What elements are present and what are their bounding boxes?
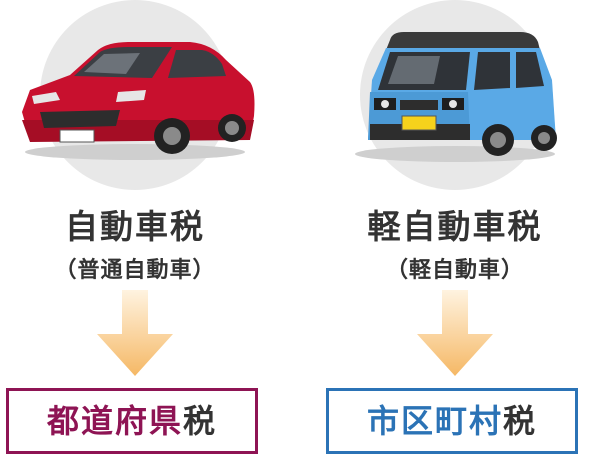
right-column: 軽自動車税 （軽自動車） 市区町村税	[320, 0, 590, 464]
car-tax-title: 自動車税	[65, 207, 205, 246]
blue-kei-car-icon	[355, 32, 557, 162]
prefectural-label: 都道府県	[46, 402, 183, 440]
municipal-label: 市区町村	[366, 402, 503, 440]
car-tax-subtitle: （普通自動車）	[54, 258, 216, 283]
tax-suffix: 税	[183, 402, 218, 440]
down-arrow-icon	[417, 290, 493, 376]
left-column: 自動車税 （普通自動車） 都道府県税	[0, 0, 270, 464]
red-sedan-icon	[22, 42, 255, 160]
kei-car-tax-subtitle: （軽自動車）	[385, 258, 524, 283]
tax-suffix: 税	[503, 402, 538, 440]
down-arrow-icon	[97, 290, 173, 376]
kei-car-tax-title: 軽自動車税	[367, 207, 543, 246]
prefectural-tax-box: 都道府県税	[6, 388, 258, 454]
municipal-tax-box: 市区町村税	[326, 388, 578, 454]
